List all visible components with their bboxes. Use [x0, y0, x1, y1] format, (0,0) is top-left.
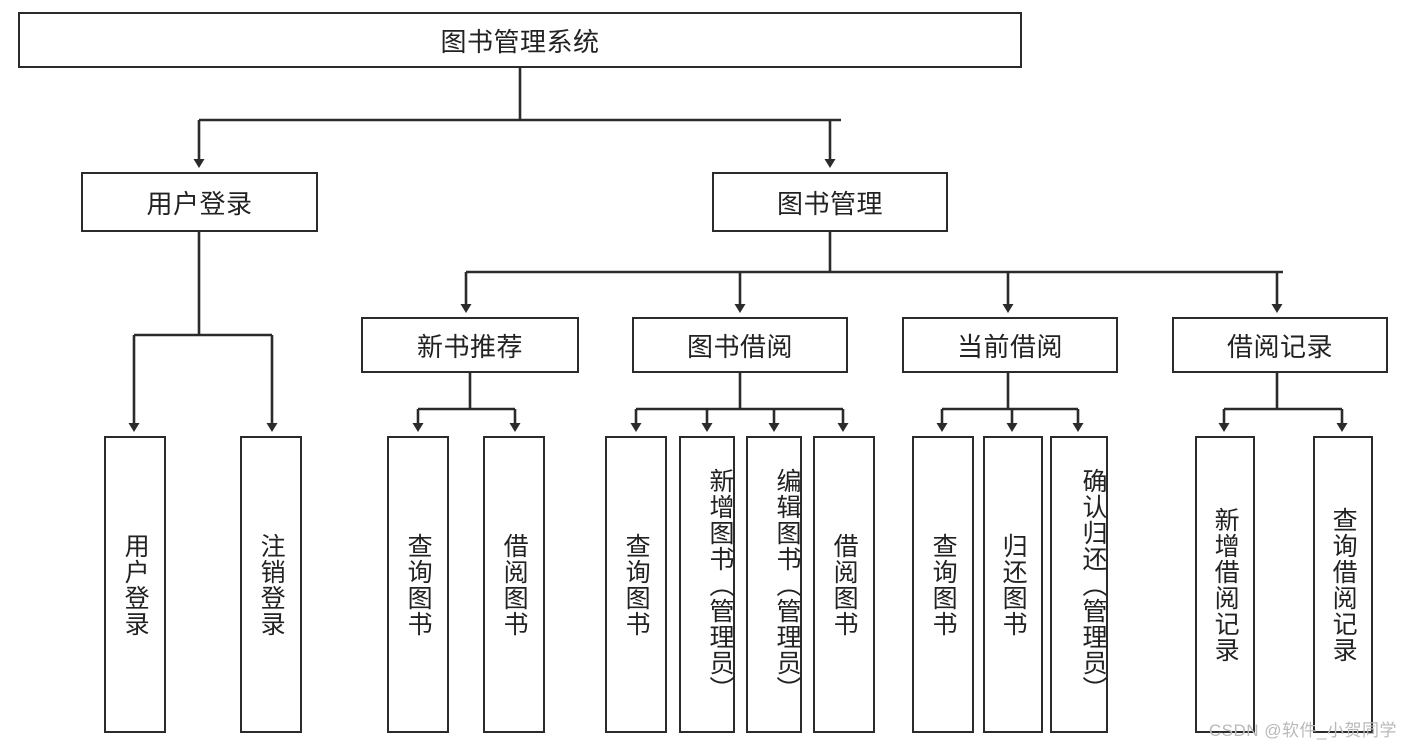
- node-borrow-record[interactable]: 借阅记录: [1172, 317, 1388, 373]
- node-leaf-confirm-return-admin-label: 确认归还（管理员）: [1079, 467, 1107, 702]
- node-leaf-query-book-2-label: 查询图书: [622, 532, 651, 637]
- node-borrow-record-label: 借阅记录: [1226, 331, 1333, 362]
- node-leaf-return-book-label: 归还图书: [999, 532, 1028, 637]
- node-leaf-query-book-3-label: 查询图书: [929, 532, 958, 637]
- node-leaf-edit-book-admin[interactable]: 编辑图书（管理员）: [746, 436, 802, 733]
- node-leaf-add-borrow-record-label: 新增借阅记录: [1211, 506, 1240, 663]
- node-leaf-add-borrow-record[interactable]: 新增借阅记录: [1195, 436, 1255, 733]
- node-user-login[interactable]: 用户登录: [81, 172, 318, 232]
- node-leaf-borrow-book-2[interactable]: 借阅图书: [813, 436, 875, 733]
- node-leaf-query-book-1-label: 查询图书: [404, 532, 433, 637]
- node-leaf-borrow-book-2-label: 借阅图书: [830, 532, 859, 637]
- node-current-borrow[interactable]: 当前借阅: [902, 317, 1118, 373]
- node-leaf-confirm-return-admin[interactable]: 确认归还（管理员）: [1050, 436, 1108, 733]
- node-current-borrow-label: 当前借阅: [956, 331, 1063, 362]
- node-leaf-logout-label: 注销登录: [257, 532, 286, 637]
- node-leaf-logout[interactable]: 注销登录: [240, 436, 302, 733]
- node-new-book-recommend[interactable]: 新书推荐: [361, 317, 579, 373]
- node-leaf-return-book[interactable]: 归还图书: [983, 436, 1043, 733]
- node-root[interactable]: 图书管理系统: [18, 12, 1022, 68]
- node-leaf-query-borrow-record-label: 查询借阅记录: [1329, 506, 1358, 663]
- node-book-borrow-label: 图书借阅: [686, 331, 793, 362]
- node-leaf-edit-book-admin-label: 编辑图书（管理员）: [773, 467, 801, 702]
- node-book-borrow[interactable]: 图书借阅: [632, 317, 848, 373]
- node-leaf-borrow-book-1-label: 借阅图书: [500, 532, 529, 637]
- node-user-login-label: 用户登录: [146, 188, 253, 219]
- node-leaf-borrow-book-1[interactable]: 借阅图书: [483, 436, 545, 733]
- node-leaf-add-book-admin[interactable]: 新增图书（管理员）: [679, 436, 735, 733]
- node-leaf-query-book-3[interactable]: 查询图书: [912, 436, 974, 733]
- node-leaf-user-login[interactable]: 用户登录: [104, 436, 166, 733]
- node-new-book-recommend-label: 新书推荐: [416, 331, 523, 362]
- node-leaf-add-book-admin-label: 新增图书（管理员）: [706, 467, 734, 702]
- node-leaf-query-borrow-record[interactable]: 查询借阅记录: [1313, 436, 1373, 733]
- node-leaf-query-book-1[interactable]: 查询图书: [387, 436, 449, 733]
- node-book-manage[interactable]: 图书管理: [712, 172, 948, 232]
- node-root-label: 图书管理系统: [440, 26, 600, 57]
- node-leaf-query-book-2[interactable]: 查询图书: [605, 436, 667, 733]
- node-book-manage-label: 图书管理: [776, 188, 883, 219]
- node-leaf-user-login-label: 用户登录: [121, 532, 150, 637]
- watermark-text: CSDN @软件_小贺同学: [1208, 721, 1397, 740]
